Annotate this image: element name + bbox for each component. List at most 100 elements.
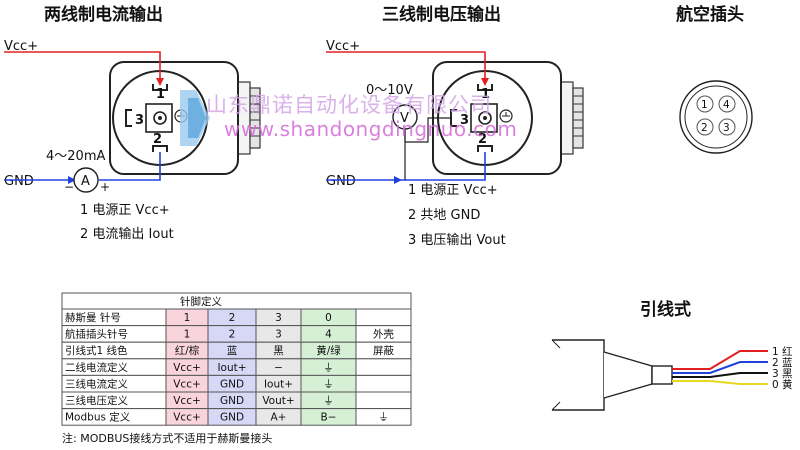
- table-cell: ⏚: [323, 362, 334, 374]
- two-wire-gnd-label: GND: [4, 174, 34, 189]
- aviation-pin-bl: 2: [701, 122, 708, 134]
- hirschmann-connector-right: 1 2 3: [432, 61, 584, 175]
- three-wire-pin-1: 1: [481, 87, 490, 102]
- table-cell: GND: [220, 395, 244, 407]
- two-wire-vcc-label: Vcc+: [4, 39, 38, 54]
- ammeter-minus: −: [64, 180, 74, 194]
- table-cell: GND: [220, 412, 244, 424]
- voltmeter-symbol: V: [400, 111, 409, 126]
- table-cell-bg: [355, 408, 412, 426]
- table-cell: ⏚: [378, 412, 389, 424]
- voltmeter-icon: [392, 104, 418, 130]
- table-cell: −: [274, 362, 283, 374]
- table-cell: Modbus 定义: [65, 411, 131, 424]
- lead-wire: [672, 361, 768, 374]
- table-cell: 0: [325, 312, 332, 324]
- watermark-site: www.shandongdingnuo.com: [224, 117, 517, 141]
- table-cell: 1: [184, 329, 191, 341]
- table-cell: Vcc+: [173, 378, 201, 390]
- table-cell: 赫斯曼 针号: [65, 311, 121, 324]
- three-wire-diagram: Vcc+ GND 1 2 3: [326, 39, 584, 248]
- table-cell: Vcc+: [173, 395, 201, 407]
- table-cell: 黄/绿: [316, 344, 341, 357]
- two-wire-blue-wire: [99, 152, 161, 181]
- two-wire-pin-1: 1: [156, 87, 165, 102]
- table-cell: 三线电流定义: [65, 377, 128, 390]
- three-wire-red-wire: [326, 51, 486, 84]
- table-cell: Iout+: [264, 378, 293, 390]
- two-wire-pin-3: 3: [135, 113, 144, 128]
- table-cell: Vout+: [262, 395, 294, 407]
- two-wire-legend-2: 2 电流输出 Iout: [80, 226, 174, 242]
- table-cell: 外壳: [373, 328, 394, 341]
- table-cell: 红/棕: [175, 344, 200, 357]
- aviation-pin-br: 3: [723, 122, 730, 134]
- two-wire-pin-2: 2: [153, 132, 162, 147]
- table-cell: 屏蔽: [373, 345, 394, 357]
- table-cell-bg: [355, 358, 412, 376]
- table-cell: 3: [275, 312, 282, 324]
- aviation-pin-tl: 1: [701, 99, 708, 111]
- table-cell: 引线式1 线色: [65, 344, 128, 357]
- lead-wire-cable: 1 红2 蓝3 黑0 黄: [551, 339, 793, 411]
- title-lead-wire: 引线式: [640, 299, 691, 320]
- table-cell: B−: [320, 412, 336, 424]
- three-wire-legend-2: 2 共地 GND: [408, 208, 480, 223]
- ammeter-icon: [73, 167, 99, 193]
- current-range-label: 4～20mA: [46, 149, 105, 164]
- three-wire-gnd-label: GND: [326, 174, 356, 189]
- two-wire-legend-1: 1 电源正 Vcc+: [80, 203, 170, 218]
- lead-wire: [672, 350, 768, 370]
- table-cell: 航插插头针号: [65, 328, 128, 341]
- table-cell: 3: [275, 329, 282, 341]
- three-wire-blue-wire: [326, 152, 486, 181]
- lead-wire-label: 3 黑: [772, 368, 793, 380]
- aviation-pin-tr: 4: [723, 99, 730, 111]
- table-cell: Vcc+: [173, 412, 201, 424]
- title-two-wire: 两线制电流输出: [44, 4, 163, 25]
- ammeter-plus: +: [100, 180, 110, 194]
- table-cell: 2: [229, 312, 236, 324]
- lead-wire-label: 0 黄: [772, 378, 793, 391]
- table-cell: ⏚: [323, 395, 334, 407]
- table-cell-bg: [355, 374, 412, 393]
- table-cell: 二线电流定义: [65, 361, 128, 374]
- table-cell: 4: [325, 329, 332, 341]
- table-cell: 黑: [273, 345, 284, 357]
- three-wire-legend-1: 1 电源正 Vcc+: [408, 183, 498, 198]
- three-wire-pin-3: 3: [460, 113, 469, 128]
- table-title: 针脚定义: [180, 295, 222, 308]
- title-three-wire: 三线制电压输出: [382, 4, 501, 25]
- watermark-company: 山东鼎诺自动化设备有限公司: [206, 93, 492, 117]
- table-cell: 三线电压定义: [65, 394, 128, 407]
- table-cell: A+: [271, 412, 287, 424]
- lead-wire: [672, 372, 768, 378]
- table-cell: 2: [229, 329, 236, 341]
- title-aviation: 航空插头: [676, 4, 744, 25]
- three-wire-vcc-label: Vcc+: [326, 39, 360, 54]
- table-cell-bg: [355, 391, 412, 410]
- ammeter-symbol: A: [81, 174, 90, 189]
- aviation-plug: 1 4 2 3: [679, 80, 753, 154]
- watermark: 山东鼎诺自动化设备有限公司 www.shandongdingnuo.com: [180, 90, 517, 146]
- lead-wire-label: 2 蓝: [772, 357, 793, 369]
- lead-wire-label: 1 红: [772, 345, 793, 358]
- table-cell: Iout+: [217, 362, 246, 374]
- table-cell: 1: [184, 312, 191, 324]
- lead-wire: [672, 380, 768, 385]
- voltage-range-label: 0～10V: [366, 83, 413, 98]
- table-cell: 蓝: [227, 345, 238, 357]
- two-wire-diagram: Vcc+ GND 1 2 3: [4, 39, 261, 242]
- three-wire-legend-3: 3 电压输出 Vout: [408, 232, 506, 248]
- table-cell: ⏚: [323, 378, 334, 390]
- three-wire-pin-2: 2: [478, 132, 487, 147]
- table-cell-bg: [355, 308, 412, 327]
- table-cell: Vcc+: [173, 362, 201, 374]
- table-cell: GND: [220, 378, 244, 390]
- company-logo: [180, 90, 210, 146]
- table-note: 注: MODBUS接线方式不适用于赫斯曼接头: [62, 431, 272, 445]
- two-wire-red-wire: [4, 51, 161, 84]
